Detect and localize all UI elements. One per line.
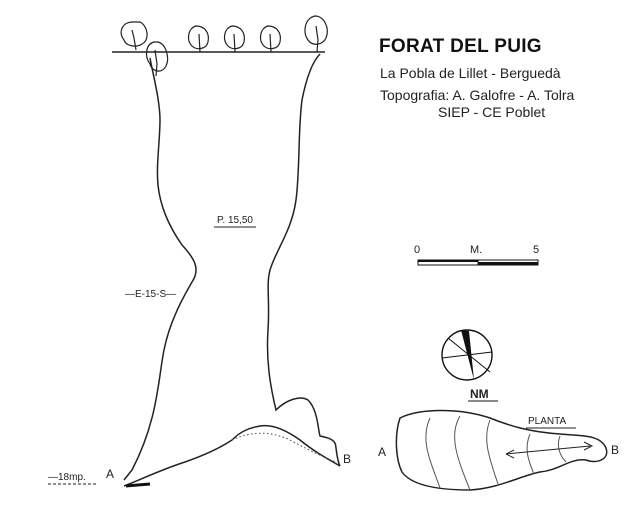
plan-label: PLANTA	[528, 416, 566, 427]
scale-max-label: 5	[533, 244, 539, 256]
shaft-left-wall	[123, 57, 197, 481]
survey-title: FORAT DEL PUIG	[379, 36, 542, 57]
tree-icon	[120, 21, 148, 51]
plan-outline	[395, 409, 608, 491]
compass-icon	[441, 329, 493, 381]
chamber-right-edge	[335, 447, 341, 467]
tree-icon	[145, 41, 169, 77]
plan-contour	[425, 417, 441, 489]
scale-unit-label: M.	[470, 244, 482, 256]
compass-label: NM	[470, 387, 489, 401]
shaft-right-wall	[266, 53, 337, 449]
debris-slope	[231, 432, 337, 463]
tree-icon	[223, 25, 245, 53]
tree-icon	[304, 15, 328, 53]
chamber-floor	[123, 424, 341, 487]
scale-min-label: 0	[414, 244, 420, 256]
survey-credits: Topografia: A. Galofre - A. Tolra	[380, 87, 575, 103]
plan-contour	[454, 415, 471, 491]
bearing-label: —E-15-S—	[125, 289, 176, 300]
section-point-b: B	[343, 452, 351, 466]
pitch-label: P. 15,50	[217, 215, 253, 226]
plan-contour	[557, 435, 567, 463]
club-credits: SIEP - CE Poblet	[438, 104, 546, 120]
depth-label: —18mp.	[48, 472, 86, 483]
arrow-head-icon	[505, 449, 515, 459]
location-text: La Pobla de Lillet - Berguedà	[380, 65, 561, 81]
tree-icon	[259, 25, 281, 53]
floor-debris	[125, 482, 151, 488]
scale-bar	[417, 259, 539, 266]
tree-icon	[187, 25, 209, 53]
plan-point-b: B	[611, 443, 619, 457]
plan-contour	[486, 419, 499, 485]
plan-direction-arrow	[505, 445, 591, 455]
plan-point-a: A	[378, 445, 386, 459]
plan-contour	[526, 433, 535, 475]
arrow-head-icon	[583, 441, 594, 451]
section-point-a: A	[106, 467, 114, 481]
